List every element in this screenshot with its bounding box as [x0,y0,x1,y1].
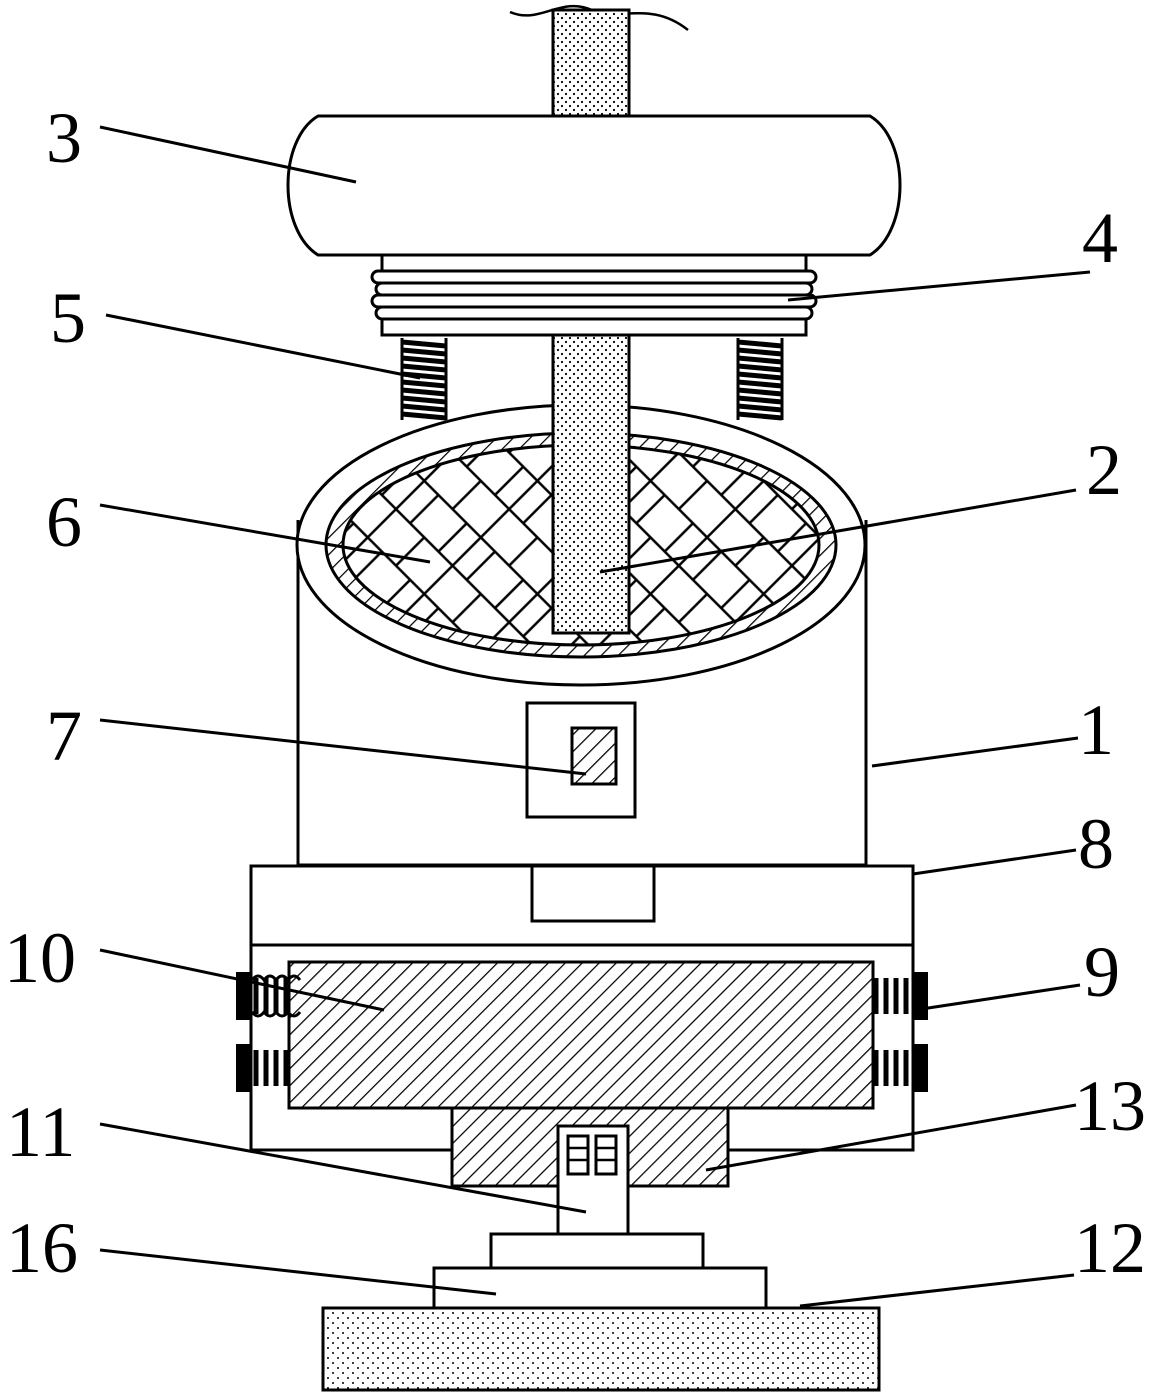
leader-lines [99,125,1091,1308]
side-spring-right-lower [873,1044,928,1092]
top-cap [286,114,902,257]
label-7: 7 [46,696,82,776]
label-13: 13 [1074,1066,1146,1146]
label-3: 3 [46,98,82,178]
motor-block [287,960,875,1110]
connector-slot-left [566,1134,590,1176]
spring-left [400,338,448,421]
label-5: 5 [50,278,86,358]
connector-slot-right [594,1134,618,1176]
label-11: 11 [6,1092,75,1172]
bellows-rings [370,253,818,337]
part-labels: 3 4 5 6 2 7 1 8 10 9 11 13 16 12 [4,98,1146,1288]
housing-slot [530,864,656,923]
label-6: 6 [46,482,82,562]
label-9: 9 [1084,932,1120,1012]
shaft-middle [551,333,631,635]
shaft-top [551,8,631,120]
polishing-pad [321,1306,881,1392]
label-8: 8 [1078,804,1114,884]
label-1: 1 [1078,690,1114,770]
spring-right [736,338,784,421]
plate-upper [489,1232,705,1270]
label-2: 2 [1086,430,1122,510]
label-4: 4 [1082,198,1118,278]
side-spring-left-upper [236,972,302,1020]
label-16: 16 [6,1208,78,1288]
label-10: 10 [4,918,76,998]
switch-button [570,726,618,786]
side-spring-left-lower [236,1044,289,1092]
label-12: 12 [1074,1208,1146,1288]
plate-lower [432,1266,768,1310]
